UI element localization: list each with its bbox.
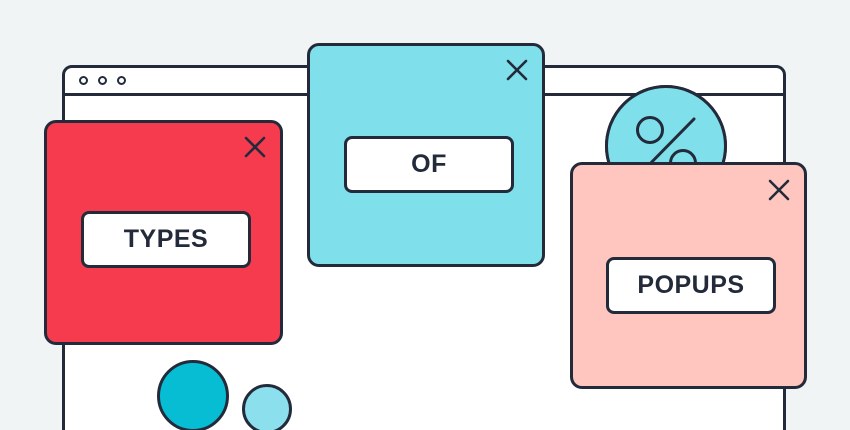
popup-label-popups: POPUPS bbox=[606, 257, 776, 314]
close-icon[interactable] bbox=[766, 177, 792, 203]
window-dot-3 bbox=[117, 76, 126, 85]
decorative-circle-small bbox=[242, 384, 292, 430]
popup-card-types[interactable]: TYPES bbox=[44, 120, 283, 345]
window-dot-1 bbox=[79, 76, 88, 85]
window-dot-2 bbox=[98, 76, 107, 85]
popup-label-types: TYPES bbox=[81, 211, 251, 268]
popup-label-of: OF bbox=[344, 136, 514, 193]
close-icon[interactable] bbox=[504, 57, 530, 83]
decorative-circle-large bbox=[157, 360, 229, 430]
close-icon[interactable] bbox=[242, 134, 268, 160]
popup-card-popups[interactable]: POPUPS bbox=[570, 162, 807, 389]
popup-card-of[interactable]: OF bbox=[307, 43, 545, 267]
